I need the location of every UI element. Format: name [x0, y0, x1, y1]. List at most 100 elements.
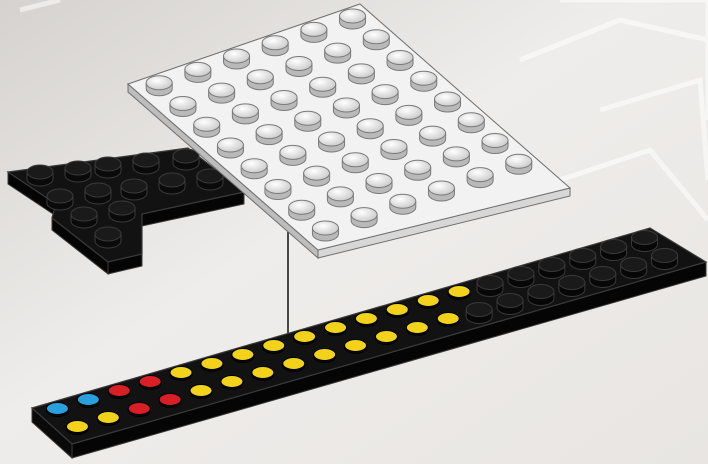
yellow-stud: [386, 304, 408, 318]
black-stud: [47, 189, 73, 210]
red-stud: [128, 403, 150, 417]
white-stud: [146, 76, 172, 96]
yellow-stud: [201, 358, 223, 372]
white-stud: [506, 154, 532, 174]
white-stud: [295, 111, 321, 131]
white-stud: [443, 147, 469, 167]
black-stud: [632, 231, 658, 252]
white-stud: [224, 49, 250, 69]
black-stud: [570, 249, 596, 270]
yellow-stud: [417, 295, 439, 309]
yellow-stud: [221, 376, 243, 390]
white-stud: [428, 181, 454, 201]
black-stud: [27, 165, 53, 186]
yellow-stud: [375, 331, 397, 345]
red-stud: [159, 394, 181, 408]
yellow-stud: [170, 367, 192, 381]
white-stud: [185, 62, 211, 82]
blue-stud: [46, 403, 68, 417]
black-stud: [528, 285, 554, 306]
black-stud: [133, 153, 159, 174]
yellow-stud: [283, 358, 305, 372]
black-stud: [159, 173, 185, 194]
white-stud: [265, 179, 291, 199]
white-stud: [312, 221, 338, 241]
yellow-stud: [448, 286, 470, 300]
white-stud: [280, 145, 306, 165]
black-stud: [508, 267, 534, 288]
yellow-stud: [190, 385, 212, 399]
yellow-stud: [294, 331, 316, 345]
blue-stud: [77, 394, 99, 408]
yellow-stud: [437, 313, 459, 327]
white-stud: [342, 153, 368, 173]
black-stud: [477, 276, 503, 297]
yellow-stud: [66, 421, 88, 435]
white-stud: [301, 22, 327, 42]
yellow-stud: [97, 412, 119, 426]
white-stud: [467, 168, 493, 188]
white-stud: [232, 104, 258, 124]
black-stud: [621, 258, 647, 279]
yellow-stud: [232, 349, 254, 363]
yellow-stud: [406, 322, 428, 336]
yellow-stud: [325, 322, 347, 336]
black-stud: [173, 149, 199, 170]
white-stud: [363, 30, 389, 50]
yellow-stud: [345, 340, 367, 354]
black-stud: [497, 294, 523, 315]
yellow-stud: [355, 313, 377, 327]
black-stud: [559, 276, 585, 297]
white-stud: [271, 91, 297, 111]
black-stud: [652, 249, 678, 270]
white-stud: [366, 174, 392, 194]
black-stud: [71, 207, 97, 228]
red-stud: [139, 376, 161, 390]
red-stud: [108, 385, 130, 399]
yellow-stud: [314, 349, 336, 363]
white-stud: [289, 200, 315, 220]
black-stud: [539, 258, 565, 279]
white-stud: [262, 36, 288, 56]
white-stud: [304, 166, 330, 186]
white-stud: [348, 64, 374, 84]
black-stud: [65, 161, 91, 182]
white-stud: [217, 138, 243, 158]
white-stud: [241, 159, 267, 179]
white-stud: [319, 132, 345, 152]
yellow-stud: [252, 367, 274, 381]
black-stud: [121, 179, 147, 200]
black-stud: [109, 201, 135, 222]
white-stud: [387, 51, 413, 71]
black-stud: [95, 227, 121, 248]
white-stud: [286, 56, 312, 76]
white-stud: [194, 117, 220, 137]
white-stud: [327, 187, 353, 207]
white-stud: [420, 126, 446, 146]
white-stud: [209, 83, 235, 103]
white-stud: [405, 160, 431, 180]
black-stud: [601, 240, 627, 261]
white-stud: [170, 96, 196, 116]
white-stud: [396, 105, 422, 125]
black-stud: [590, 267, 616, 288]
white-stud: [325, 43, 351, 63]
yellow-stud: [263, 340, 285, 354]
white-stud: [351, 208, 377, 228]
white-stud: [482, 134, 508, 154]
white-stud: [357, 119, 383, 139]
white-stud: [372, 85, 398, 105]
white-stud: [256, 125, 282, 145]
white-stud: [340, 9, 366, 29]
white-stud: [458, 113, 484, 133]
black-stud: [466, 303, 492, 324]
black-stud: [95, 157, 121, 178]
white-stud: [247, 70, 273, 90]
white-stud: [435, 92, 461, 112]
white-stud: [381, 139, 407, 159]
white-stud: [310, 77, 336, 97]
black-stud: [85, 183, 111, 204]
white-stud: [333, 98, 359, 118]
white-stud: [390, 194, 416, 214]
